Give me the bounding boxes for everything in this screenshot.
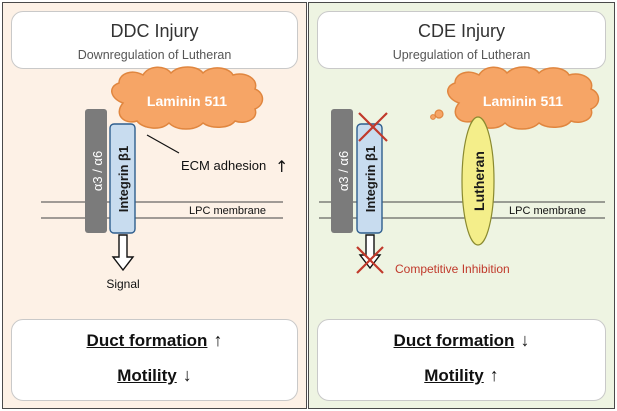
cde-duct-arrow: ↓ [520,330,530,350]
cde-motility-label: Motility [424,366,484,385]
ddc-signal-label: Signal [106,277,139,291]
ddc-title: DDC Injury [110,21,199,41]
cde-alpha-subunit [331,109,353,233]
cde-lutheran [461,116,495,246]
ddc-injury-panel: DDC Injury Downregulation of Lutheran La… [2,2,307,409]
ddc-integrin-beta1 [109,123,136,234]
cde-result-duct: Duct formation ↓ [318,329,605,352]
cde-diagram: Laminin 511 α3 / α6 Integrin β1 Lutheran… [319,66,605,276]
cde-motility-arrow: ↑ [489,365,499,385]
cde-membrane-label: LPC membrane [509,205,586,217]
ddc-laminin-cloud: Laminin 511 [111,66,264,130]
cde-result-box: Duct formation ↓ Motility ↑ [317,319,606,401]
ddc-title-box: DDC Injury Downregulation of Lutheran [11,11,298,69]
ddc-ecm-arrow: ↑ [275,157,288,176]
ddc-result-box: Duct formation ↑ Motility ↓ [11,319,298,401]
cde-title: CDE Injury [417,21,506,41]
cde-integrin-label: Integrin β1 [363,146,378,212]
ddc-diagram: Laminin 511 α3 / α6 Integrin β1 ECM adhe… [41,66,288,291]
ddc-result-duct: Duct formation ↑ [12,329,297,352]
ddc-motility-label: Motility [117,366,177,385]
cde-blocked-binding-icon [358,112,388,142]
ddc-laminin-label: Laminin 511 [147,93,227,109]
ddc-ecm-pointer [146,134,180,154]
cde-inhibition-x-icon [356,246,384,274]
ddc-integrin-label: Integrin β1 [116,146,131,212]
ddc-signal-arrow-icon [111,234,135,272]
cde-injury-panel: CDE Injury Upregulation of Lutheran Lami… [308,2,615,409]
cde-subtitle: Upregulation of Lutheran [392,48,531,62]
ddc-result-motility: Motility ↓ [12,364,297,387]
cde-lutheran-label: Lutheran [471,151,487,211]
ddc-motility-arrow: ↓ [182,365,192,385]
cde-inhibition-label: Competitive Inhibition [395,262,510,276]
ddc-alpha-label: α3 / α6 [90,151,105,191]
ddc-membrane-label: LPC membrane [189,205,266,217]
ddc-duct-label: Duct formation [86,331,208,350]
cde-laminin-cloud: Laminin 511 [430,66,600,130]
cde-result-motility: Motility ↑ [318,364,605,387]
cde-duct-label: Duct formation [393,331,515,350]
cde-alpha-label: α3 / α6 [336,151,351,191]
cde-laminin-label: Laminin 511 [483,93,563,109]
cde-title-box: CDE Injury Upregulation of Lutheran [317,11,606,69]
ddc-subtitle: Downregulation of Lutheran [77,48,232,62]
ddc-alpha-subunit [85,109,107,233]
ddc-duct-arrow: ↑ [213,330,223,350]
ddc-ecm-label: ECM adhesion [181,158,266,173]
